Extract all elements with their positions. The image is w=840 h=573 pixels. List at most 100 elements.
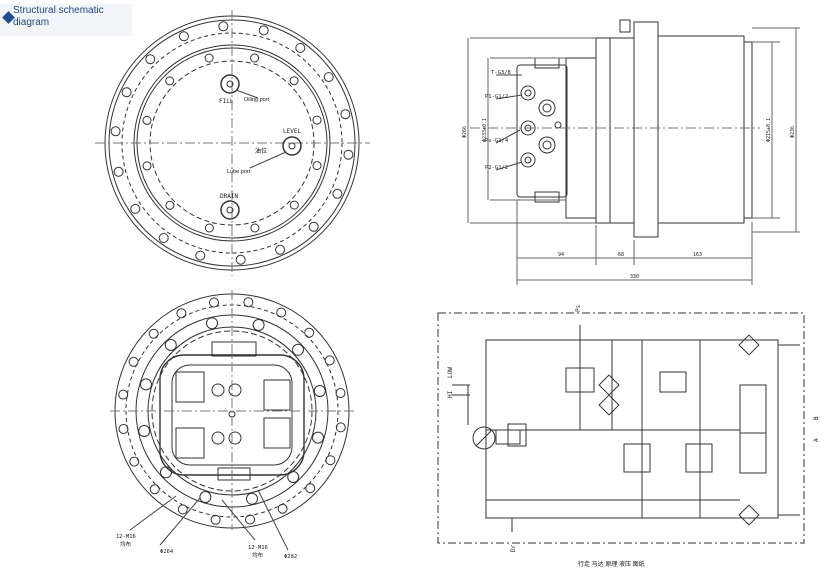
bolt-hole (210, 514, 221, 525)
back-view (110, 290, 354, 551)
bolt-hole (149, 484, 160, 495)
bolt-hole (312, 115, 322, 125)
dim-right-inner: Φ215±0.1 (766, 118, 772, 142)
bolt-hole (275, 244, 286, 255)
bolt-hole (160, 466, 172, 479)
level-label: LEVEL (283, 128, 301, 135)
bolt-hole (340, 109, 351, 120)
bolt-hole (313, 385, 326, 397)
fill-label: FILL (219, 98, 234, 105)
bolt-hole (305, 483, 316, 494)
bolt-hole (325, 455, 336, 466)
bolt-hole (121, 87, 132, 98)
bolt-hole (130, 203, 141, 214)
port-a-label: A (813, 438, 820, 442)
bolt-hole (295, 43, 306, 53)
bolt-hole (324, 355, 335, 366)
bolt-hole (140, 378, 152, 391)
bolt-hole (145, 54, 156, 65)
bolt-hole (258, 25, 269, 36)
bolt-right-cn: 均布 (252, 551, 264, 559)
p1-port-label: P1-G1/2 (485, 94, 508, 100)
ps-label: Ps (575, 304, 582, 312)
bolt-hole (209, 297, 219, 308)
bolt-hole (276, 307, 287, 318)
dia-right-label: Φ282 (284, 554, 297, 560)
dim-330: 330 (630, 274, 639, 280)
bolt-hole (164, 339, 177, 351)
bolt-hole (113, 166, 124, 177)
bolt-hole (178, 31, 189, 42)
dim-left-outer: Φ266 (462, 126, 468, 138)
caption-tag: Structural schematic diagram (0, 4, 132, 36)
bolt-hole (142, 161, 152, 171)
drain-label: DRAIN (220, 193, 238, 200)
hydraulic-schematic (437, 312, 805, 544)
bolt-hole (204, 223, 214, 233)
bolt-left-cn: 均布 (120, 540, 132, 548)
hi-label: HI (447, 390, 454, 398)
dim-left-inner: Φ233±0.1 (482, 118, 488, 142)
p2-port-label: P2-G1/2 (485, 165, 508, 171)
bolt-hole (323, 72, 334, 83)
dr-label: Dr (510, 544, 517, 552)
bolt-hole (218, 21, 229, 32)
bolt-hole (250, 223, 260, 233)
oiling-port-label: Oiling port (244, 97, 270, 103)
bolt-hole (118, 424, 129, 434)
bolt-hole (128, 356, 139, 367)
caption-text: Structural schematic diagram (13, 5, 131, 29)
bolt-hole (199, 491, 212, 503)
bolt-hole (118, 389, 129, 400)
bolt-hole (138, 425, 151, 437)
front-view (95, 10, 370, 276)
bolt-hole (206, 317, 218, 330)
dia-left-label: Φ264 (160, 549, 174, 555)
bolt-hole (308, 221, 319, 232)
ps-port-label: Ps-G1/4 (485, 138, 509, 144)
bottom-cn-label: 行走 马达 原理 液压 图纸 (578, 560, 645, 568)
bolt-right-label: 12-M16 (248, 545, 268, 551)
bolt-hole (165, 76, 175, 86)
lube-port-label: Lube port (227, 169, 251, 175)
bolt-hole (245, 514, 255, 525)
bolt-hole (176, 308, 187, 319)
dim-94: 94 (558, 252, 564, 258)
dim-right-outer: Φ236 (790, 126, 796, 138)
level-cn-label: 油位 (255, 147, 267, 155)
bolt-hole (195, 250, 206, 261)
bolt-hole (246, 492, 258, 505)
bolt-hole (110, 126, 121, 137)
bolt-hole (343, 149, 354, 160)
bolt-hole (312, 431, 324, 444)
bolt-hole (177, 504, 188, 515)
bolt-hole (335, 422, 346, 433)
bolt-hole (165, 200, 175, 210)
bolt-hole (304, 327, 315, 338)
bolt-hole (250, 53, 260, 63)
bolt-hole (235, 254, 246, 265)
bolt-hole (142, 115, 152, 125)
bolt-hole (243, 297, 254, 308)
bolt-hole (292, 343, 304, 356)
caption-line-2: diagram (13, 17, 50, 28)
bolt-hole (289, 200, 299, 210)
bolt-hole (158, 233, 169, 243)
low-label: LOW (447, 367, 454, 378)
dim-68: 68 (618, 252, 624, 258)
bolt-hole (148, 328, 159, 339)
bolt-hole (332, 188, 343, 199)
t-port-label: T-G3/8 (491, 70, 511, 76)
bolt-hole (289, 76, 299, 86)
side-view (467, 19, 800, 285)
bolt-left-label: 12-M16 (116, 534, 136, 540)
dim-163: 163 (693, 252, 702, 258)
bolt-hole (129, 456, 140, 467)
bolt-hole (252, 319, 265, 331)
port-b-label: B (813, 416, 820, 420)
bolt-hole (335, 388, 346, 398)
bolt-hole (312, 161, 322, 171)
bolt-hole (277, 503, 288, 514)
caption-line-1: Structural schematic (13, 5, 104, 16)
